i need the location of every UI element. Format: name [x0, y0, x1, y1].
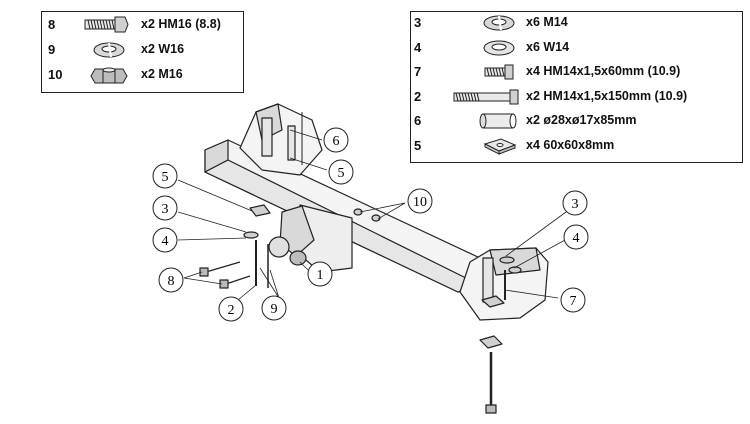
part-row: 9 x2 W16 — [42, 40, 243, 62]
callout-label: 2 — [228, 303, 235, 318]
part-number: 9 — [48, 42, 56, 57]
square-plate-bottom — [479, 335, 503, 349]
callout-7: 7 — [560, 287, 586, 313]
callout-label: 4 — [162, 234, 169, 249]
part-spec-label: x6 W14 — [526, 39, 570, 54]
part-spec-label: x4 HM14x1,5x60mm (10.9) — [526, 64, 681, 78]
callout-label: 10 — [413, 195, 427, 210]
callout-label: 9 — [271, 302, 278, 317]
part-number: 7 — [414, 64, 422, 79]
part-row: 10 x2 M16 — [42, 65, 243, 87]
part-spec-label: x2 ø28xø17x85mm — [526, 113, 637, 127]
callout-4: 4 — [152, 227, 178, 253]
callout-8: 8 — [158, 267, 184, 293]
part-spec-label: x6 M14 — [526, 15, 568, 29]
callout-5: 5 — [328, 159, 354, 185]
part-number: 6 — [414, 113, 422, 128]
part-row: 8 x2 HM16 (8.8) — [42, 15, 243, 37]
hex-nut-icon — [89, 65, 129, 90]
spring-washer-icon — [89, 40, 129, 65]
callout-label: 3 — [572, 197, 579, 212]
callout-6: 6 — [323, 127, 349, 153]
callout-3: 3 — [562, 190, 588, 216]
callout-label: 6 — [333, 134, 340, 149]
hex-bolt-icon — [84, 15, 129, 40]
part-number: 10 — [48, 67, 63, 82]
callout-1: 1 — [307, 261, 333, 287]
callout-label: 3 — [162, 202, 169, 217]
tow-ball — [268, 236, 290, 258]
callout-4: 4 — [563, 224, 589, 250]
part-row: 5 x4 60x60x8mm — [411, 136, 742, 158]
part-row: 7 x4 HM14x1,5x60mm (10.9) — [411, 62, 742, 84]
square-plate-top-left — [249, 204, 271, 217]
parts-legend-right: 3 x6 M14 4 x6 W14 7 x4 HM14x1,5x60mm (10.9) 2 x… — [410, 11, 743, 163]
callout-10: 10 — [407, 188, 433, 214]
long-bolt-icon — [453, 87, 519, 112]
callout-3: 3 — [152, 195, 178, 221]
part-row: 6 x2 ø28xø17x85mm — [411, 111, 742, 133]
callout-5: 5 — [152, 163, 178, 189]
callout-9: 9 — [261, 295, 287, 321]
part-row: 2 x2 HM14x1,5x150mm (10.9) — [411, 87, 742, 109]
part-number: 5 — [414, 137, 422, 153]
short-bolt-icon — [479, 62, 519, 87]
parts-legend-left: 8 x2 HM16 (8.8) 9 x2 W16 10 x2 M16 — [41, 11, 244, 93]
callout-label: 7 — [570, 294, 577, 309]
part-number: 8 — [48, 17, 56, 32]
spacer-tube-right — [482, 257, 494, 303]
callout-label: 4 — [573, 231, 580, 246]
spacer-tube-left — [261, 117, 273, 157]
square-plate-icon — [479, 136, 519, 161]
callout-label: 8 — [168, 274, 175, 289]
part-number: 3 — [414, 15, 422, 30]
spring-washer-icon — [479, 13, 519, 38]
part-row: 4 x6 W14 — [411, 38, 742, 60]
part-spec-label: x4 60x60x8mm — [526, 137, 615, 152]
part-spec-label: x2 HM16 (8.8) — [141, 17, 221, 31]
part-spec-label: x2 HM14x1,5x150mm (10.9) — [526, 88, 688, 103]
callout-label: 1 — [317, 268, 324, 283]
part-spec-label: x2 W16 — [141, 42, 185, 56]
part-number: 4 — [414, 39, 422, 55]
callout-2: 2 — [218, 296, 244, 322]
callout-label: 5 — [162, 170, 169, 185]
flat-washer-icon — [479, 38, 519, 63]
part-spec-label: x2 M16 — [141, 67, 183, 81]
part-row: 3 x6 M14 — [411, 13, 742, 35]
spacer-tube-icon — [479, 111, 519, 136]
callout-label: 5 — [338, 166, 345, 181]
part-number: 2 — [414, 88, 422, 104]
